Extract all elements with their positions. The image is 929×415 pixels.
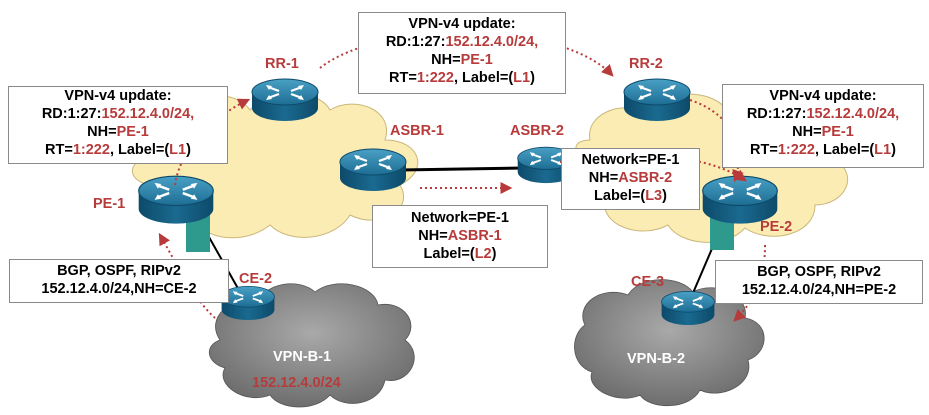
top-vpnv4-update-box: VPN-v4 update: RD:1:27:152.12.4.0/24, NH…	[358, 12, 566, 94]
left-vpnv4-update-box: VPN-v4 update: RD:1:27:152.12.4.0/24, NH…	[8, 86, 228, 164]
ce-2-label: CE-2	[239, 271, 273, 287]
vpn-b-1-prefix: 152.12.4.0/24	[252, 375, 341, 391]
rr-2-router-icon	[622, 78, 692, 123]
ce-2-update-box: BGP, OSPF, RIPv2 152.12.4.0/24,NH=CE-2	[9, 259, 229, 303]
flow-pe2-to-ce3	[733, 244, 766, 322]
pe-2-label: PE-2	[760, 219, 793, 235]
pe-1-label: PE-1	[93, 196, 126, 212]
rr-2-label: RR-2	[629, 56, 663, 72]
rr-1-label: RR-1	[265, 56, 299, 72]
ce-2-router-icon	[220, 285, 276, 321]
ce-3-label: CE-3	[631, 274, 665, 290]
ce-3-update-box: BGP, OSPF, RIPv2 152.12.4.0/24,NH=PE-2	[715, 260, 923, 304]
rr-1-router-icon	[250, 78, 320, 123]
asbr-1-label: ASBR-1	[390, 123, 444, 139]
asbr-2-label: ASBR-2	[510, 123, 564, 139]
asbr-link	[399, 166, 526, 172]
asbr-1-update-box: Network=PE-1 NH=ASBR-1 Label=(L2)	[372, 205, 548, 268]
asbr-2-update-box: Network=PE-1 NH=ASBR-2 Label=(L3)	[561, 148, 700, 210]
vpn-b-1-label: VPN-B-1	[273, 349, 332, 365]
right-vpnv4-update-box: VPN-v4 update: RD:1:27:152.12.4.0/24, NH…	[722, 84, 924, 168]
pe-2-router-icon	[701, 175, 779, 225]
vpn-b-2-cloud	[574, 279, 765, 407]
asbr-1-router-icon	[338, 148, 408, 193]
ce-3-router-icon	[660, 290, 716, 326]
vpn-b-2-label: VPN-B-2	[627, 351, 686, 367]
